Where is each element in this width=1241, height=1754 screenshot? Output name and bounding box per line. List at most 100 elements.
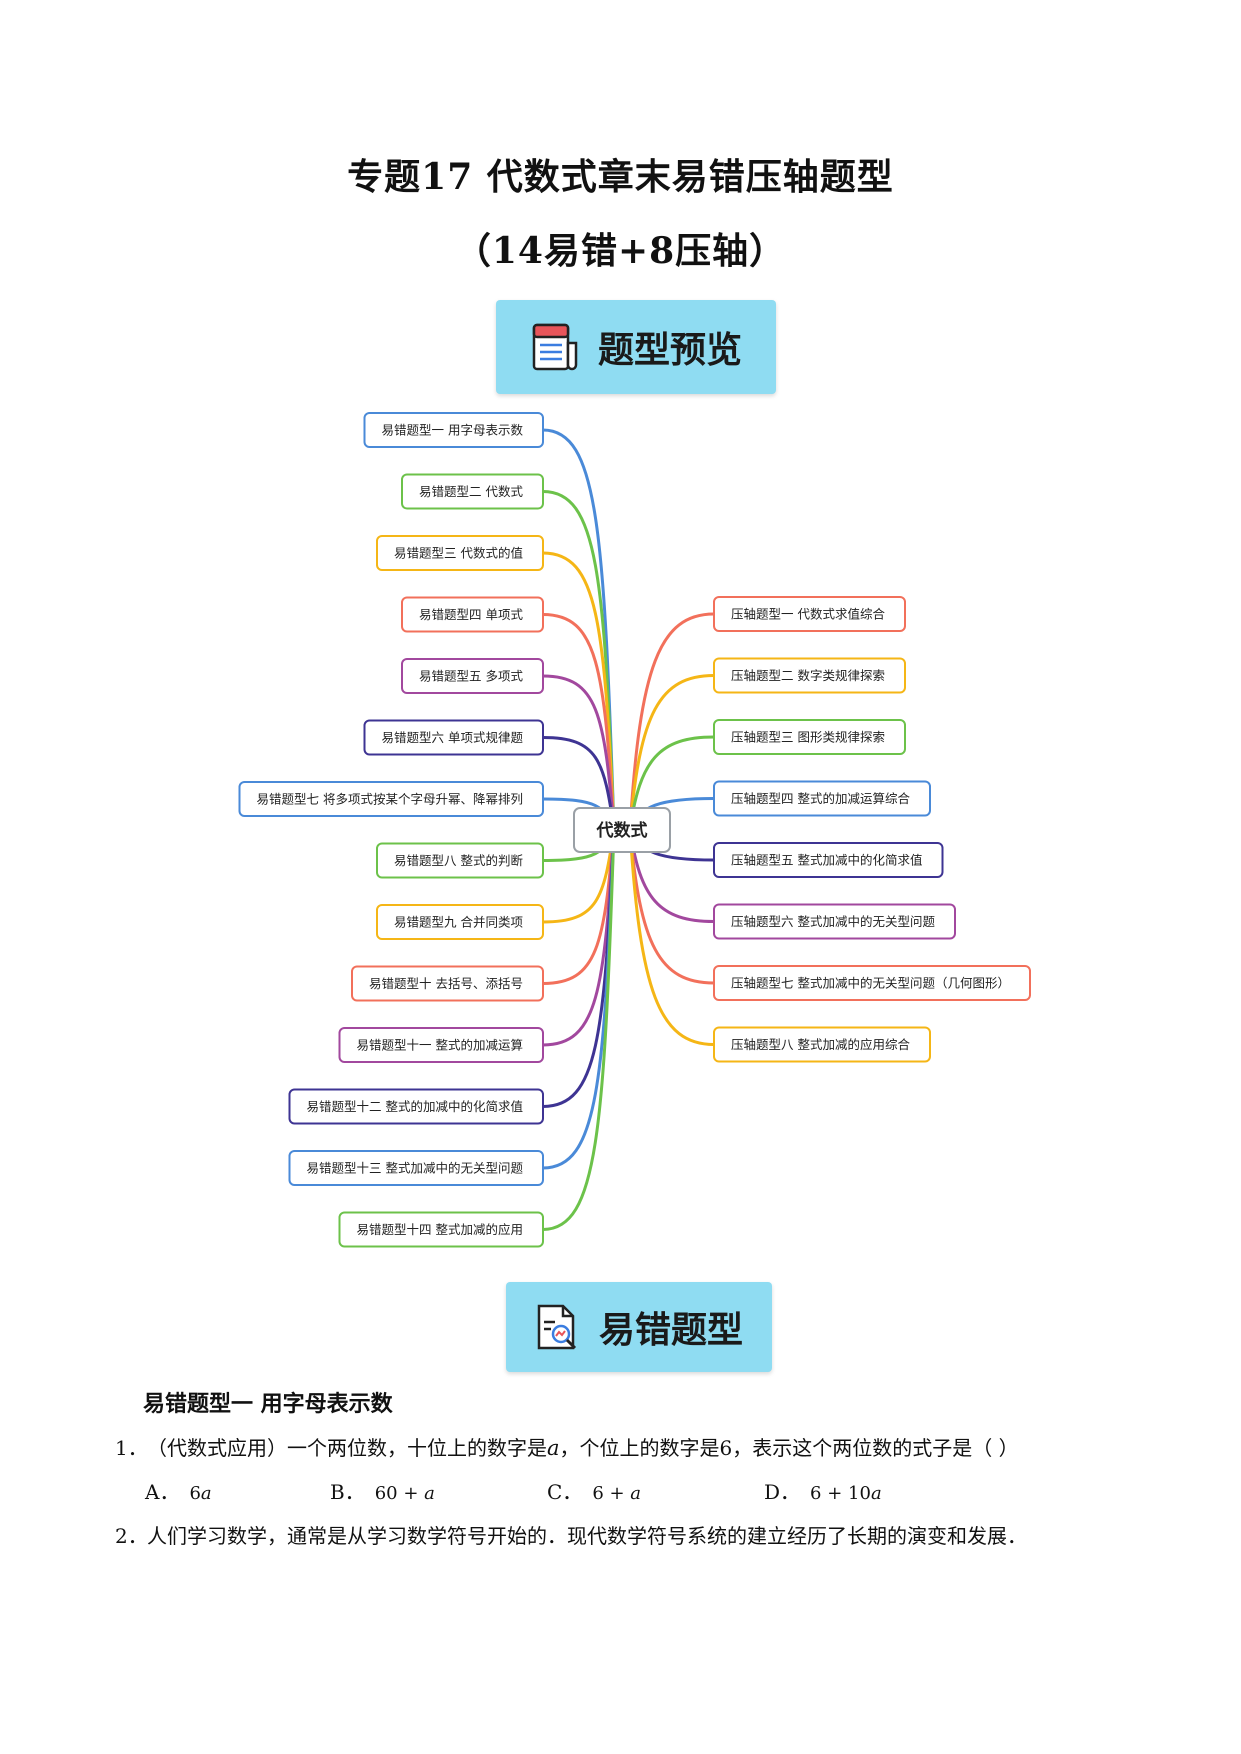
mindmap-center-box bbox=[573, 807, 671, 853]
option-letter: B． bbox=[330, 1480, 365, 1504]
mindmap-node-label: 易错题型二 代数式 bbox=[419, 484, 523, 499]
mindmap-node-hard-type: 压轴题型二 数字类规律探索 bbox=[713, 657, 906, 694]
mindmap-node-box bbox=[713, 719, 906, 755]
question-variable: a bbox=[547, 1436, 560, 1460]
option-letter: A． bbox=[145, 1480, 180, 1504]
mindmap-branch-line bbox=[541, 613, 616, 831]
mindmap-branch-line bbox=[628, 612, 716, 831]
error-types-banner-label: 易错题型 bbox=[598, 1310, 743, 1351]
option-expression: 6 + 10a bbox=[810, 1483, 882, 1504]
option-letter: C． bbox=[547, 1480, 583, 1504]
page-title: 专题17 代数式章末易错压轴题型 bbox=[347, 156, 894, 198]
mindmap-node-label: 易错题型十三 整式加减中的无关型问题 bbox=[307, 1161, 524, 1176]
option-expression: 60 + a bbox=[374, 1483, 435, 1504]
mindmap-node-label: 压轴题型五 整式加减中的化简求值 bbox=[731, 853, 922, 868]
section-heading: 易错题型一 用字母表示数 bbox=[143, 1391, 393, 1417]
mindmap-node-box bbox=[401, 658, 544, 694]
mindmap-node-box bbox=[713, 657, 906, 694]
mindmap-node-hard-type: 压轴题型七 整式加减中的无关型问题（几何图形） bbox=[713, 965, 1031, 1001]
mindmap-node-error-type: 易错题型十四 整式加减的应用 bbox=[338, 1211, 544, 1248]
mindmap-node-box bbox=[713, 842, 944, 878]
mindmap-node-label: 易错题型八 整式的判断 bbox=[394, 853, 523, 868]
mindmap-center-label: 代数式 bbox=[596, 820, 648, 841]
mindmap-node-label: 压轴题型六 整式加减中的无关型问题 bbox=[731, 914, 935, 929]
mindmap-node-error-type: 易错题型三 代数式的值 bbox=[376, 535, 544, 571]
mindmap-node-label: 易错题型三 代数式的值 bbox=[394, 546, 523, 561]
question-number: 2． bbox=[115, 1524, 148, 1548]
mindmap-node-box bbox=[713, 1026, 931, 1063]
option-expression: 6 + a bbox=[592, 1483, 642, 1504]
mindmap-node-label: 易错题型十一 整式的加减运算 bbox=[357, 1038, 523, 1053]
mindmap-branch-line bbox=[541, 827, 616, 1231]
mindmap-node-label: 易错题型五 多项式 bbox=[419, 669, 523, 684]
mindmap-node-label: 易错题型六 单项式规律题 bbox=[382, 730, 524, 745]
mindmap-node-box bbox=[401, 596, 544, 633]
question-text-part: （代数式应用）一个两位数，十位上的数字是 bbox=[147, 1436, 547, 1460]
question-1: 1．（代数式应用）一个两位数，十位上的数字是a，个位上的数字是6，表示这个两位数… bbox=[115, 1432, 1019, 1461]
question-2: 2．人们学习数学，通常是从学习数学符号开始的．现代数学符号系统的建立经历了长期的… bbox=[115, 1520, 1027, 1549]
mindmap-node-box bbox=[288, 1088, 544, 1125]
mindmap-node-box bbox=[338, 1211, 544, 1248]
mindmap-node-box bbox=[401, 473, 544, 510]
question-number: 1． bbox=[115, 1436, 148, 1460]
document-search-icon bbox=[535, 1302, 581, 1352]
mindmap-node-label: 压轴题型一 代数式求值综合 bbox=[731, 607, 885, 622]
question-text: 人们学习数学，通常是从学习数学符号开始的．现代数学符号系统的建立经历了长期的演变… bbox=[147, 1524, 1027, 1548]
option-letter: D． bbox=[764, 1480, 801, 1504]
preview-banner: 题型预览 bbox=[496, 300, 776, 394]
mindmap-node-error-type: 易错题型十 去括号、添括号 bbox=[351, 965, 544, 1002]
mindmap-node-error-type: 易错题型六 单项式规律题 bbox=[363, 719, 544, 756]
mindmap-node-box bbox=[351, 965, 544, 1002]
question-text-part: ，个位上的数字是6，表示这个两位数的式子是（ ） bbox=[559, 1436, 1019, 1460]
mindmap-node-label: 易错题型一 用字母表示数 bbox=[382, 423, 524, 438]
mindmap-node-box bbox=[713, 596, 906, 632]
mindmap-node-box bbox=[376, 842, 544, 879]
mindmap-node-box bbox=[713, 965, 1031, 1001]
mindmap-node-label: 压轴题型七 整式加减中的无关型问题（几何图形） bbox=[731, 976, 1010, 991]
mindmap-node-label: 压轴题型二 数字类规律探索 bbox=[731, 668, 885, 683]
page-subtitle: （14易错+8压轴） bbox=[454, 230, 787, 272]
option-c: C． 6 + a bbox=[547, 1476, 641, 1505]
mindmap-node-error-type: 易错题型十一 整式的加减运算 bbox=[338, 1027, 544, 1063]
mindmap-branch-line bbox=[628, 827, 716, 1046]
option-b: B． 60 + a bbox=[330, 1476, 435, 1505]
mindmap-node-label: 易错题型十二 整式的加减中的化简求值 bbox=[307, 1099, 523, 1114]
mindmap-node-label: 易错题型七 将多项式按某个字母升幂、降幂排列 bbox=[257, 792, 523, 807]
mindmap-node-box bbox=[238, 781, 544, 817]
mindmap-node-box bbox=[288, 1150, 544, 1186]
option-d: D． 6 + 10a bbox=[764, 1476, 882, 1505]
mindmap-node-hard-type: 压轴题型五 整式加减中的化简求值 bbox=[713, 842, 944, 878]
mindmap-node-box bbox=[363, 412, 544, 448]
preview-banner-label: 题型预览 bbox=[597, 330, 742, 371]
mindmap-node-label: 易错题型九 合并同类项 bbox=[394, 915, 523, 930]
mindmap-node-box bbox=[338, 1027, 544, 1063]
mindmap-node-box bbox=[376, 535, 544, 571]
mindmap-node-error-type: 易错题型一 用字母表示数 bbox=[363, 412, 544, 448]
mindmap-node-hard-type: 压轴题型六 整式加减中的无关型问题 bbox=[713, 903, 956, 940]
mindmap-node-error-type: 易错题型五 多项式 bbox=[401, 658, 544, 694]
mindmap-node-label: 压轴题型八 整式加减的应用综合 bbox=[731, 1037, 910, 1052]
mindmap-node-hard-type: 压轴题型八 整式加减的应用综合 bbox=[713, 1026, 931, 1063]
mindmap-node-hard-type: 压轴题型三 图形类规律探索 bbox=[713, 719, 906, 755]
mindmap-branch-line bbox=[541, 674, 616, 831]
newspaper-icon bbox=[530, 321, 580, 373]
mindmap-node-error-type: 易错题型九 合并同类项 bbox=[376, 904, 544, 940]
mindmap-node-label: 易错题型十四 整式加减的应用 bbox=[357, 1222, 523, 1237]
mindmap-node-error-type: 易错题型八 整式的判断 bbox=[376, 842, 544, 879]
mindmap-node-hard-type: 压轴题型一 代数式求值综合 bbox=[713, 596, 906, 632]
mindmap-node-label: 易错题型十 去括号、添括号 bbox=[369, 976, 523, 991]
mindmap-center-node: 代数式 bbox=[573, 807, 671, 853]
mindmap-node-error-type: 易错题型四 单项式 bbox=[401, 596, 544, 633]
mindmap-node-error-type: 易错题型二 代数式 bbox=[401, 473, 544, 510]
mindmap-node-label: 压轴题型四 整式的加减运算综合 bbox=[731, 791, 910, 806]
mindmap-node-box bbox=[713, 903, 956, 940]
error-types-banner: 易错题型 bbox=[506, 1282, 772, 1372]
mindmap-node-error-type: 易错题型七 将多项式按某个字母升幂、降幂排列 bbox=[238, 781, 544, 817]
mindmap-branch-line bbox=[628, 674, 716, 831]
mindmap-node-error-type: 易错题型十二 整式的加减中的化简求值 bbox=[288, 1088, 544, 1125]
mindmap-node-hard-type: 压轴题型四 整式的加减运算综合 bbox=[713, 780, 931, 817]
mindmap-node-label: 易错题型四 单项式 bbox=[419, 607, 523, 622]
option-expression: 6a bbox=[189, 1483, 212, 1504]
